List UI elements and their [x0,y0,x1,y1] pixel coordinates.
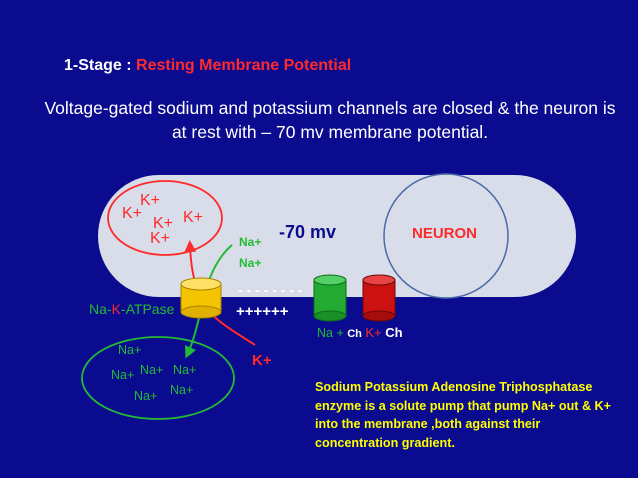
k-ion: K+ [183,209,204,226]
outside-na-region [81,336,235,420]
stage-title-highlight: Resting Membrane Potential [136,57,352,74]
na-ion: Na+ [118,343,142,357]
pump-label: Na-K-ATPase [89,301,174,317]
neuron-nucleus [383,173,509,299]
k-channel [362,274,396,322]
k-channel-label: K+ [365,325,386,340]
membrane-potential-label: -70 mv [279,222,337,242]
na-channel-ch: Ch [347,328,362,340]
pump-label-sep: - [120,301,126,317]
stage-heading: 1-Stage : Resting Membrane Potential [64,57,351,75]
outside-k-ion: K+ [252,352,272,369]
inside-k-region [107,180,223,256]
membrane-negative-charge: - - - - - - - - [238,282,303,298]
k-ion: K+ [140,192,161,209]
k-channel-ch: Ch [385,325,403,340]
na-ion-membrane: Na+ [239,235,262,249]
subtitle: Voltage-gated sodium and potassium chann… [44,98,616,142]
na-k-atpase-pump [180,277,222,319]
na-ion: Na+ [134,389,158,403]
na-ion: Na+ [173,363,197,377]
na-ion-membrane: Na+ [239,256,262,270]
na-channel [313,274,347,322]
na-ion: Na+ [111,368,135,382]
pump-label-atpase: ATPase [125,301,175,317]
stage-prefix: 1-Stage : [64,57,137,74]
pump-explanation-note: Sodium Potassium Adenosine Triphosphatas… [315,380,611,450]
k-ion: K+ [122,205,143,222]
neuron-label: NEURON [412,225,478,242]
na-ion: Na+ [170,383,194,397]
channel-labels: Na + Ch K+ Ch [317,325,403,340]
k-ion: K+ [150,230,171,247]
pump-label-k: K [111,301,121,317]
na-channel-label: Na + [317,326,348,340]
pump-label-sep: - [106,301,112,317]
k-ion: K+ [153,215,174,232]
pump-label-na: Na [89,301,107,317]
na-ion: Na+ [140,363,164,377]
membrane-positive-charge: ++++++ [236,303,289,320]
